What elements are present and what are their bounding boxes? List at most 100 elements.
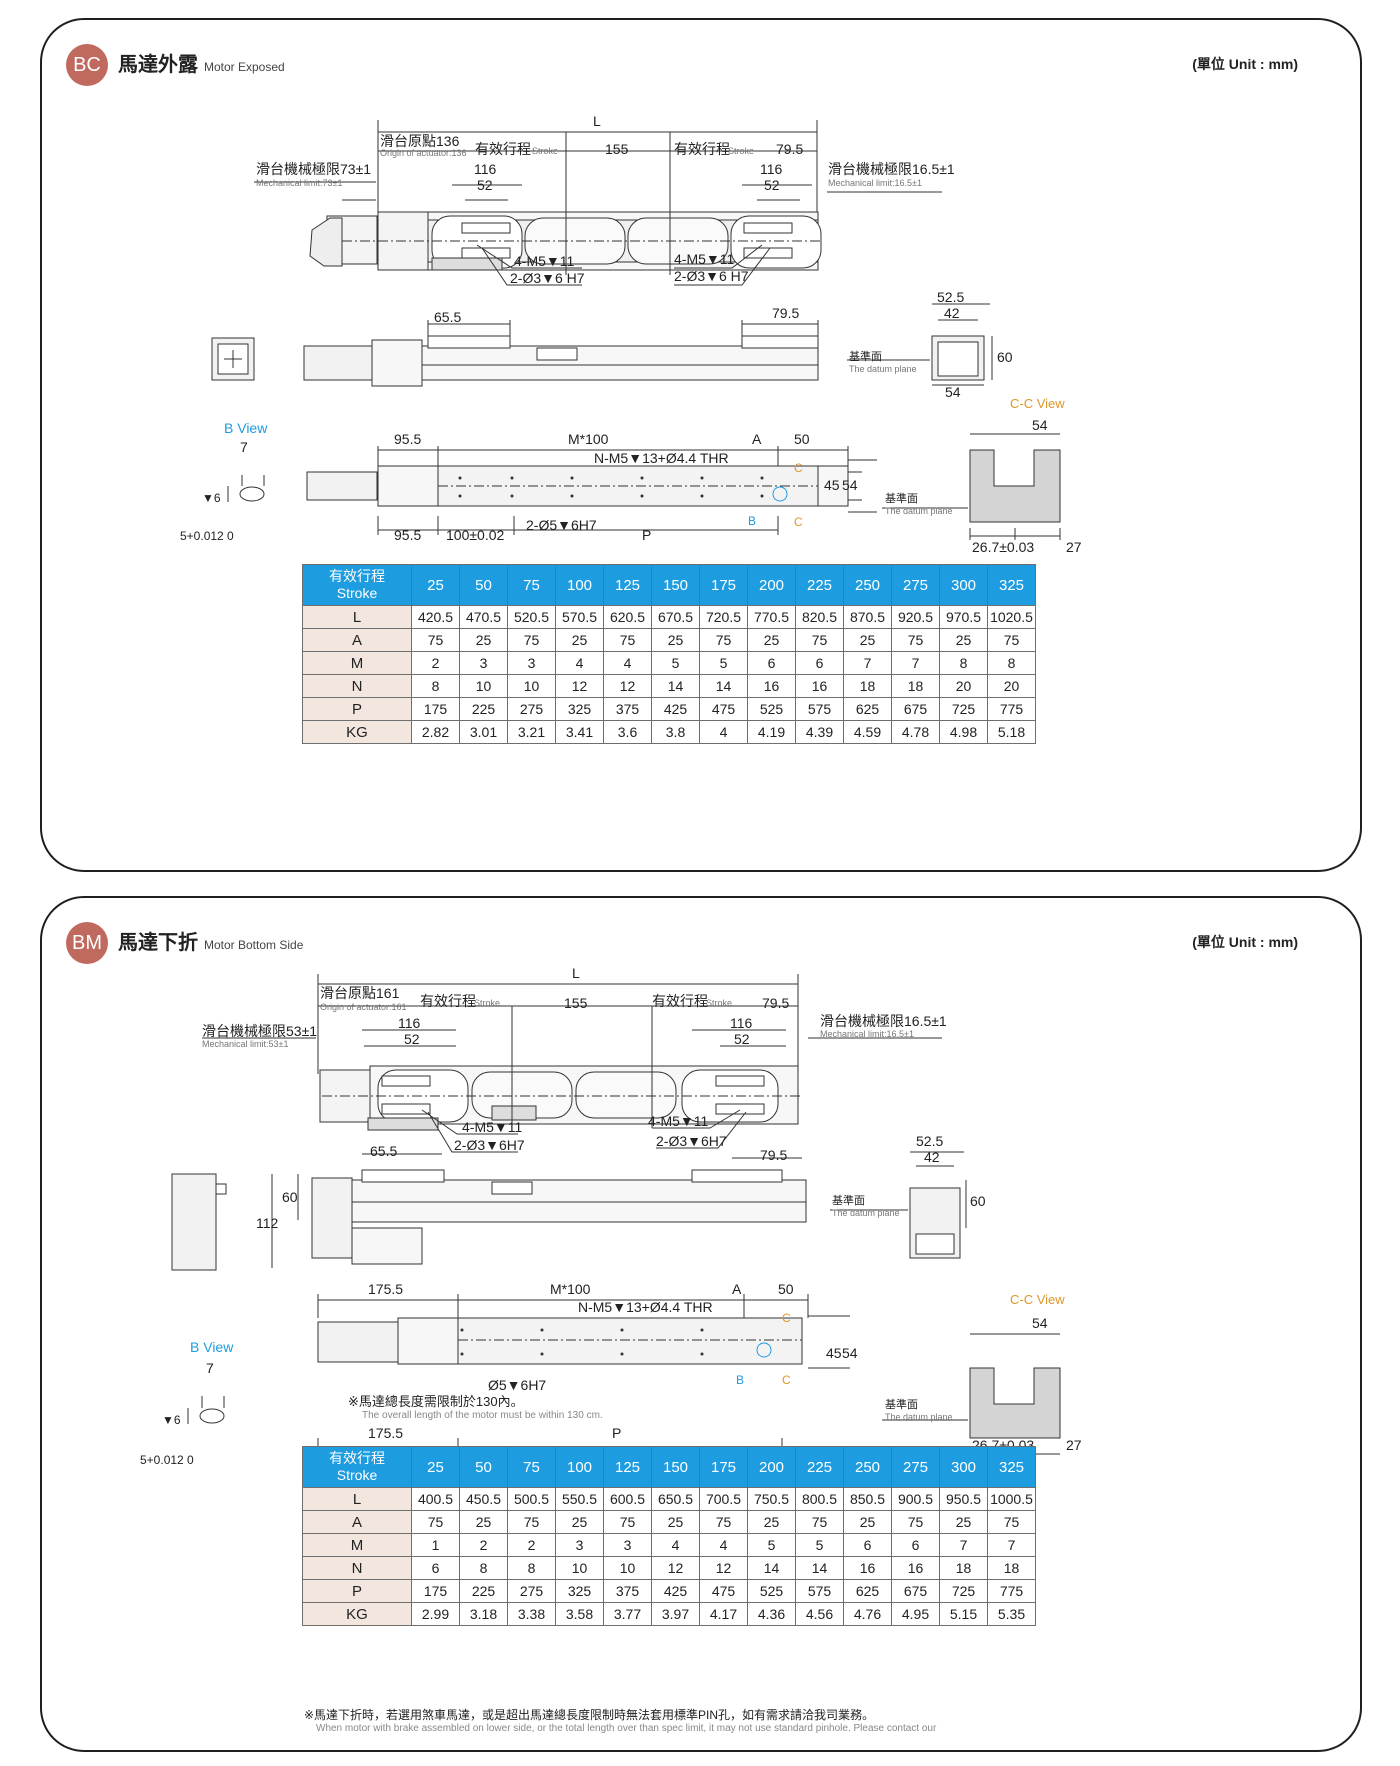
table-cell: 16 — [891, 1556, 940, 1580]
table-cell: 675 — [891, 697, 940, 721]
table-cell: 16 — [843, 1556, 892, 1580]
table-cell: 3.77 — [603, 1602, 652, 1626]
hole-callout-left-a: 4-M5▼11 — [462, 1119, 523, 1135]
dim-60-end: 60 — [970, 1193, 986, 1209]
table-cell: 325 — [555, 697, 604, 721]
stroke-label-left: 有效行程 — [420, 993, 476, 1009]
table-cell: 4.76 — [843, 1602, 892, 1626]
table-row: P 175 225 275 325 375 425 475 525 575 62… — [302, 697, 1036, 721]
table-cell: 5 — [651, 651, 700, 675]
dim-79-5: 79.5 — [762, 995, 789, 1011]
table-cell: 6 — [795, 651, 844, 675]
dim-79-5-side: 79.5 — [772, 305, 799, 321]
mech-limit-right-en: Mechanical limit:16.5±1 — [820, 1029, 914, 1039]
table-row: L 420.5 470.5 520.5 570.5 620.5 670.5 72… — [302, 605, 1036, 629]
table-cell: 10 — [603, 1556, 652, 1580]
table-cell: 25 — [555, 1510, 604, 1534]
table-cell: 3.6 — [603, 720, 652, 744]
table-cell: 75 — [795, 1510, 844, 1534]
table-header-cell: 325 — [987, 564, 1036, 606]
table-header-cell: 175 — [699, 1446, 748, 1488]
table-cell: 20 — [987, 674, 1036, 698]
mech-limit-right: 滑台機械極限16.5±1 — [828, 161, 955, 177]
table-cell: 625 — [843, 697, 892, 721]
row-label: KG — [302, 1602, 412, 1626]
table-cell: 6 — [843, 1533, 892, 1557]
dim-65-5: 65.5 — [434, 309, 461, 325]
table-cell: 450.5 — [459, 1487, 508, 1511]
table-cell: 4 — [699, 720, 748, 744]
table-header-cell: 150 — [651, 1446, 700, 1488]
table-cell: 7 — [843, 651, 892, 675]
table-cell: 4 — [603, 651, 652, 675]
dim-175-5-bottom: 175.5 — [368, 1425, 403, 1441]
table-cell: 75 — [795, 628, 844, 652]
dim-54-bottom: 54 — [842, 477, 858, 493]
table-header-cell: 125 — [603, 564, 652, 606]
table-cell: 520.5 — [507, 605, 556, 629]
table-cell: 720.5 — [699, 605, 748, 629]
dim-112: 112 — [256, 1215, 279, 1231]
table-cell: 14 — [747, 1556, 796, 1580]
table-cell: 25 — [747, 1510, 796, 1534]
table-cell: 3 — [507, 651, 556, 675]
table-header-cell: 300 — [939, 1446, 988, 1488]
datum-label-section: 基準面 — [885, 1397, 918, 1411]
cc-view-label: C-C View — [1010, 1292, 1065, 1307]
table-cell: 4.98 — [939, 720, 988, 744]
table-header-cell: 200 — [747, 1446, 796, 1488]
row-label: P — [302, 697, 412, 721]
table-cell: 12 — [555, 674, 604, 698]
table-cell: 3.21 — [507, 720, 556, 744]
hole-callout-right-a: 4-M5▼11 — [674, 251, 735, 267]
dim-95-5-top: 95.5 — [394, 431, 421, 447]
table-header-cell: 25 — [411, 564, 460, 606]
table-cell: 75 — [891, 628, 940, 652]
table-cell: 20 — [939, 674, 988, 698]
datum-label-section-en: The datum plane — [885, 1412, 953, 1422]
footnote-zh: ※馬達下折時，若選用煞車馬達，或是超出馬達總長度限制時無法套用標準PIN孔，如有… — [304, 1708, 875, 1722]
table-cell: 4.17 — [699, 1602, 748, 1626]
table-cell: 25 — [843, 1510, 892, 1534]
table-row: N 8 10 10 12 12 14 14 16 16 18 18 20 20 — [302, 674, 1036, 698]
row-label: A — [302, 628, 412, 652]
table-cell: 5 — [795, 1533, 844, 1557]
dim-tolerance: 5+0.012 0 — [180, 529, 234, 543]
table-cell: 225 — [459, 1579, 508, 1603]
dim-116-right: 116 — [730, 1015, 753, 1031]
table-cell: 75 — [987, 1510, 1036, 1534]
table-header-cell: 250 — [843, 564, 892, 606]
table-cell: 4 — [651, 1533, 700, 1557]
hole-callout-right-b: 2-Ø3▼6 H7 — [674, 268, 749, 284]
row-label: N — [302, 1556, 412, 1580]
table-cell: 10 — [459, 674, 508, 698]
table-cell: 3.41 — [555, 720, 604, 744]
dim-52-left: 52 — [477, 177, 493, 193]
table-cell: 5 — [699, 651, 748, 675]
table-cell: 2 — [411, 651, 460, 675]
table-cell: 25 — [651, 1510, 700, 1534]
table-cell: 3.18 — [459, 1602, 508, 1626]
bottom-view — [187, 1294, 1061, 1458]
section-c-top: C — [782, 1311, 791, 1325]
dim-27: 27 — [1066, 1437, 1082, 1453]
table-cell: 2 — [459, 1533, 508, 1557]
table-cell: 3 — [603, 1533, 652, 1557]
origin-label: 滑台原點161 — [320, 985, 400, 1001]
table-cell: 620.5 — [603, 605, 652, 629]
table-cell: 75 — [507, 628, 556, 652]
row-label: L — [302, 605, 412, 629]
table-cell: 2 — [507, 1533, 556, 1557]
dim-52-left: 52 — [404, 1031, 420, 1047]
side-view — [211, 303, 993, 387]
stroke-label-left-en: Stroke — [532, 146, 558, 156]
unit-label: (單位 Unit : mm) — [1192, 56, 1298, 72]
table-row: N 6 8 8 10 10 12 12 14 14 16 16 18 18 — [302, 1556, 1036, 1580]
footnote: ※馬達下折時，若選用煞車馬達，或是超出馬達總長度限制時無法套用標準PIN孔，如有… — [304, 1706, 936, 1734]
table-header-cell: 300 — [939, 564, 988, 606]
table-cell: 670.5 — [651, 605, 700, 629]
table-cell: 570.5 — [555, 605, 604, 629]
datum-label: 基準面 — [849, 349, 882, 363]
dim-52-5: 52.5 — [916, 1133, 943, 1149]
